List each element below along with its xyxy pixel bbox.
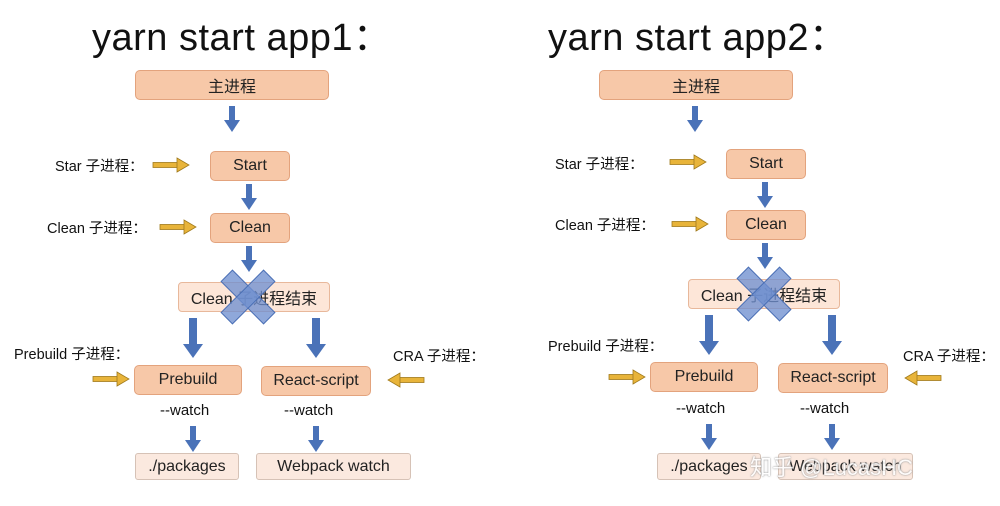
left-arrow-end-to-prebuild — [183, 318, 203, 358]
right-start-box: Start — [726, 149, 806, 179]
left-cra-yellow-arrow — [387, 372, 425, 388]
right-react-script-box: React-script — [778, 363, 888, 393]
left-clean-yellow-arrow — [159, 219, 197, 235]
left-arrow-end-to-react — [306, 318, 326, 358]
right-arrow-start-to-clean — [757, 182, 773, 208]
left-prebuild-yellow-arrow — [92, 371, 130, 387]
right-arrow-main-to-start — [687, 106, 703, 132]
right-watch-label-2: --watch — [800, 400, 850, 417]
right-arrow-prebuild-to-packages — [701, 424, 717, 450]
left-arrow-main-to-start — [224, 106, 240, 132]
left-arrow-react-to-webpack — [308, 426, 324, 452]
right-cra-yellow-arrow — [904, 370, 942, 386]
right-star-label: Star 子进程： — [555, 157, 644, 173]
left-watch-label-1: --watch — [160, 402, 210, 419]
right-clean-label: Clean 子进程： — [555, 218, 655, 234]
watermark: 知乎 @LucasHC — [750, 455, 913, 480]
left-clean-label: Clean 子进程： — [47, 221, 147, 237]
right-prebuild-yellow-arrow — [608, 369, 646, 385]
left-start-box: Start — [210, 151, 290, 181]
left-cra-label: CRA 子进程： — [393, 349, 485, 365]
left-prebuild-label: Prebuild 子进程： — [14, 347, 130, 363]
left-arrow-clean-to-end — [241, 246, 257, 272]
right-clean-box: Clean — [726, 210, 806, 240]
left-prebuild-box: Prebuild — [134, 365, 242, 395]
right-webpack-watch-box: Webpack watch — [778, 453, 913, 480]
right-prebuild-label: Prebuild 子进程： — [548, 339, 664, 355]
right-arrow-react-to-webpack — [824, 424, 840, 450]
right-clean-yellow-arrow — [671, 216, 709, 232]
left-clean-box: Clean — [210, 213, 290, 243]
left-clean-end-box: Clean 子进程结束 — [178, 282, 330, 312]
left-watch-label-2: --watch — [284, 402, 334, 419]
right-prebuild-box: Prebuild — [650, 362, 758, 392]
right-cra-label: CRA 子进程： — [903, 349, 995, 365]
left-arrow-prebuild-to-packages — [185, 426, 201, 452]
right-packages-box: ./packages — [657, 453, 761, 480]
right-arrow-end-to-prebuild — [699, 315, 719, 355]
left-react-script-box: React-script — [261, 366, 371, 396]
left-star-label: Star 子进程： — [55, 159, 144, 175]
left-star-yellow-arrow — [152, 157, 190, 173]
right-main-process-box: 主进程 — [599, 70, 793, 100]
left-webpack-watch-box: Webpack watch — [256, 453, 411, 480]
right-clean-end-box: Clean 子进程结束 — [688, 279, 840, 309]
right-title: yarn start app2： — [548, 17, 848, 59]
right-star-yellow-arrow — [669, 154, 707, 170]
left-main-process-box: 主进程 — [135, 70, 329, 100]
right-arrow-end-to-react — [822, 315, 842, 355]
left-packages-box: ./packages — [135, 453, 239, 480]
left-title: yarn start app1： — [92, 17, 392, 59]
right-watch-label-1: --watch — [676, 400, 726, 417]
left-arrow-start-to-clean — [241, 184, 257, 210]
right-arrow-clean-to-end — [757, 243, 773, 269]
